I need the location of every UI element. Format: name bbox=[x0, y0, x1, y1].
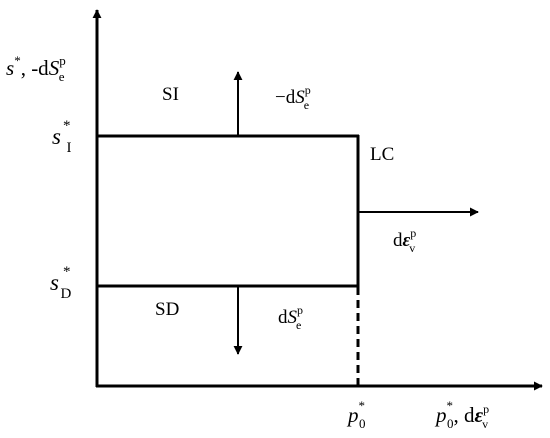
s-d-tick-label: s*D bbox=[50, 264, 71, 302]
s-i-tick-label: s*I bbox=[52, 118, 71, 156]
p0-tick-label: p*0 bbox=[346, 398, 366, 431]
region-lc-label: LC bbox=[370, 144, 394, 165]
region-sd-label: SD bbox=[155, 299, 179, 320]
region-si-label: SI bbox=[162, 84, 179, 105]
